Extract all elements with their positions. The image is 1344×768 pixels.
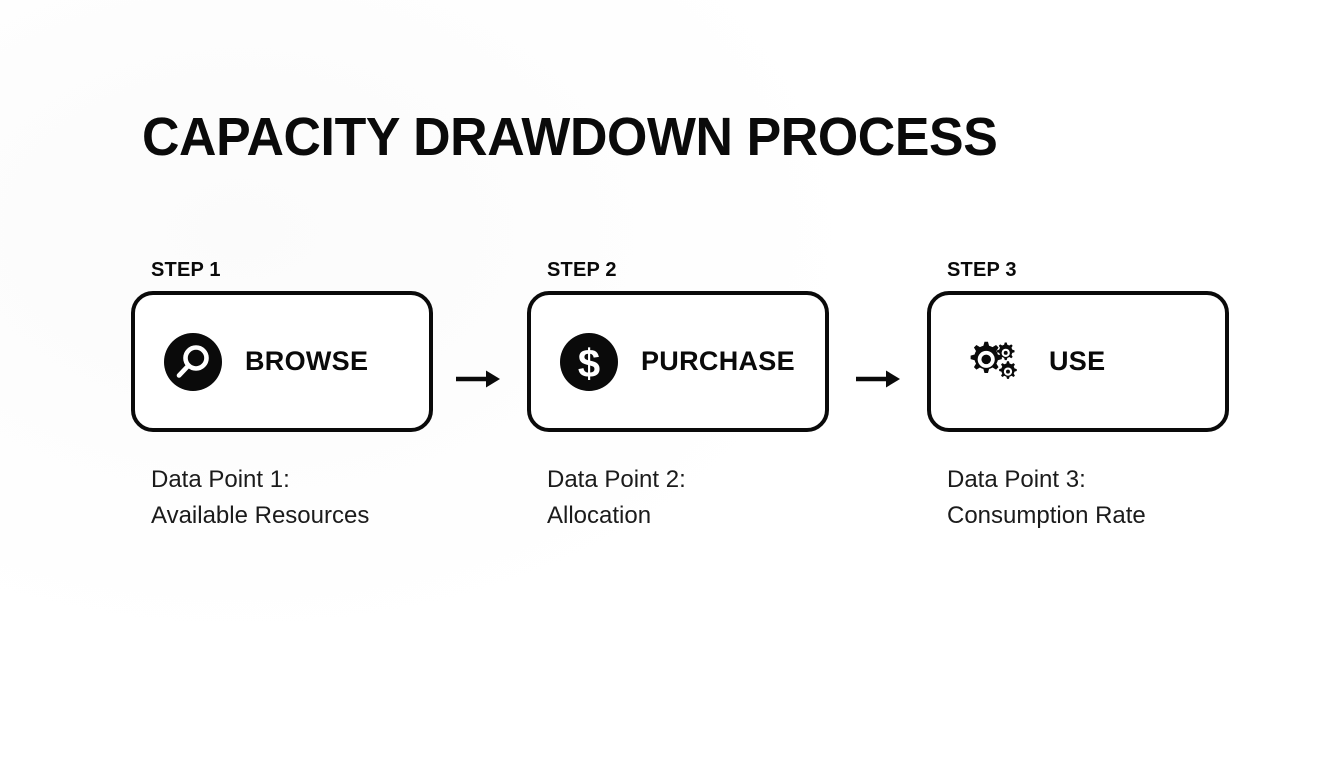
process-flow: STEP 1 BROWSE Data Point 1: Available Re… [131, 258, 1229, 558]
step-name-1: BROWSE [245, 346, 369, 376]
step-caption-2-line1: Data Point 2: [547, 466, 686, 493]
search-icon [163, 332, 223, 392]
process-step-2[interactable]: STEP 2 $ PURCHASE Data Point 2: Allocati… [527, 258, 829, 534]
process-step-3[interactable]: STEP 3 [927, 258, 1229, 534]
step-caption-3-line2: Consumption Rate [947, 502, 1146, 529]
process-step-1[interactable]: STEP 1 BROWSE Data Point 1: Available Re… [131, 258, 433, 534]
step-name-2: PURCHASE [641, 346, 795, 376]
step-caption-1-line2: Available Resources [151, 502, 370, 529]
step-label-3: STEP 3 [947, 259, 1017, 281]
arrow-right-icon [455, 367, 503, 391]
step-caption-2: Data Point 2: Allocation [547, 462, 829, 534]
step-caption-3-line1: Data Point 3: [947, 466, 1086, 493]
gears-icon [959, 332, 1019, 392]
arrow-right-icon [855, 367, 903, 391]
step-label-1: STEP 1 [151, 259, 221, 281]
step-box-2[interactable]: $ PURCHASE [527, 291, 829, 432]
step-label-2: STEP 2 [547, 259, 617, 281]
step-caption-1-line1: Data Point 1: [151, 466, 290, 493]
page-title: CAPACITY DRAWDOWN PROCESS [142, 107, 998, 167]
step-caption-3: Data Point 3: Consumption Rate [947, 462, 1229, 534]
step-caption-1: Data Point 1: Available Resources [151, 462, 433, 534]
step-caption-2-line2: Allocation [547, 502, 652, 529]
dollar-coin-icon: $ [559, 332, 619, 392]
step-box-1[interactable]: BROWSE [131, 291, 433, 432]
step-name-3: USE [1049, 346, 1106, 376]
svg-text:$: $ [578, 342, 600, 386]
step-box-3[interactable]: USE [927, 291, 1229, 432]
